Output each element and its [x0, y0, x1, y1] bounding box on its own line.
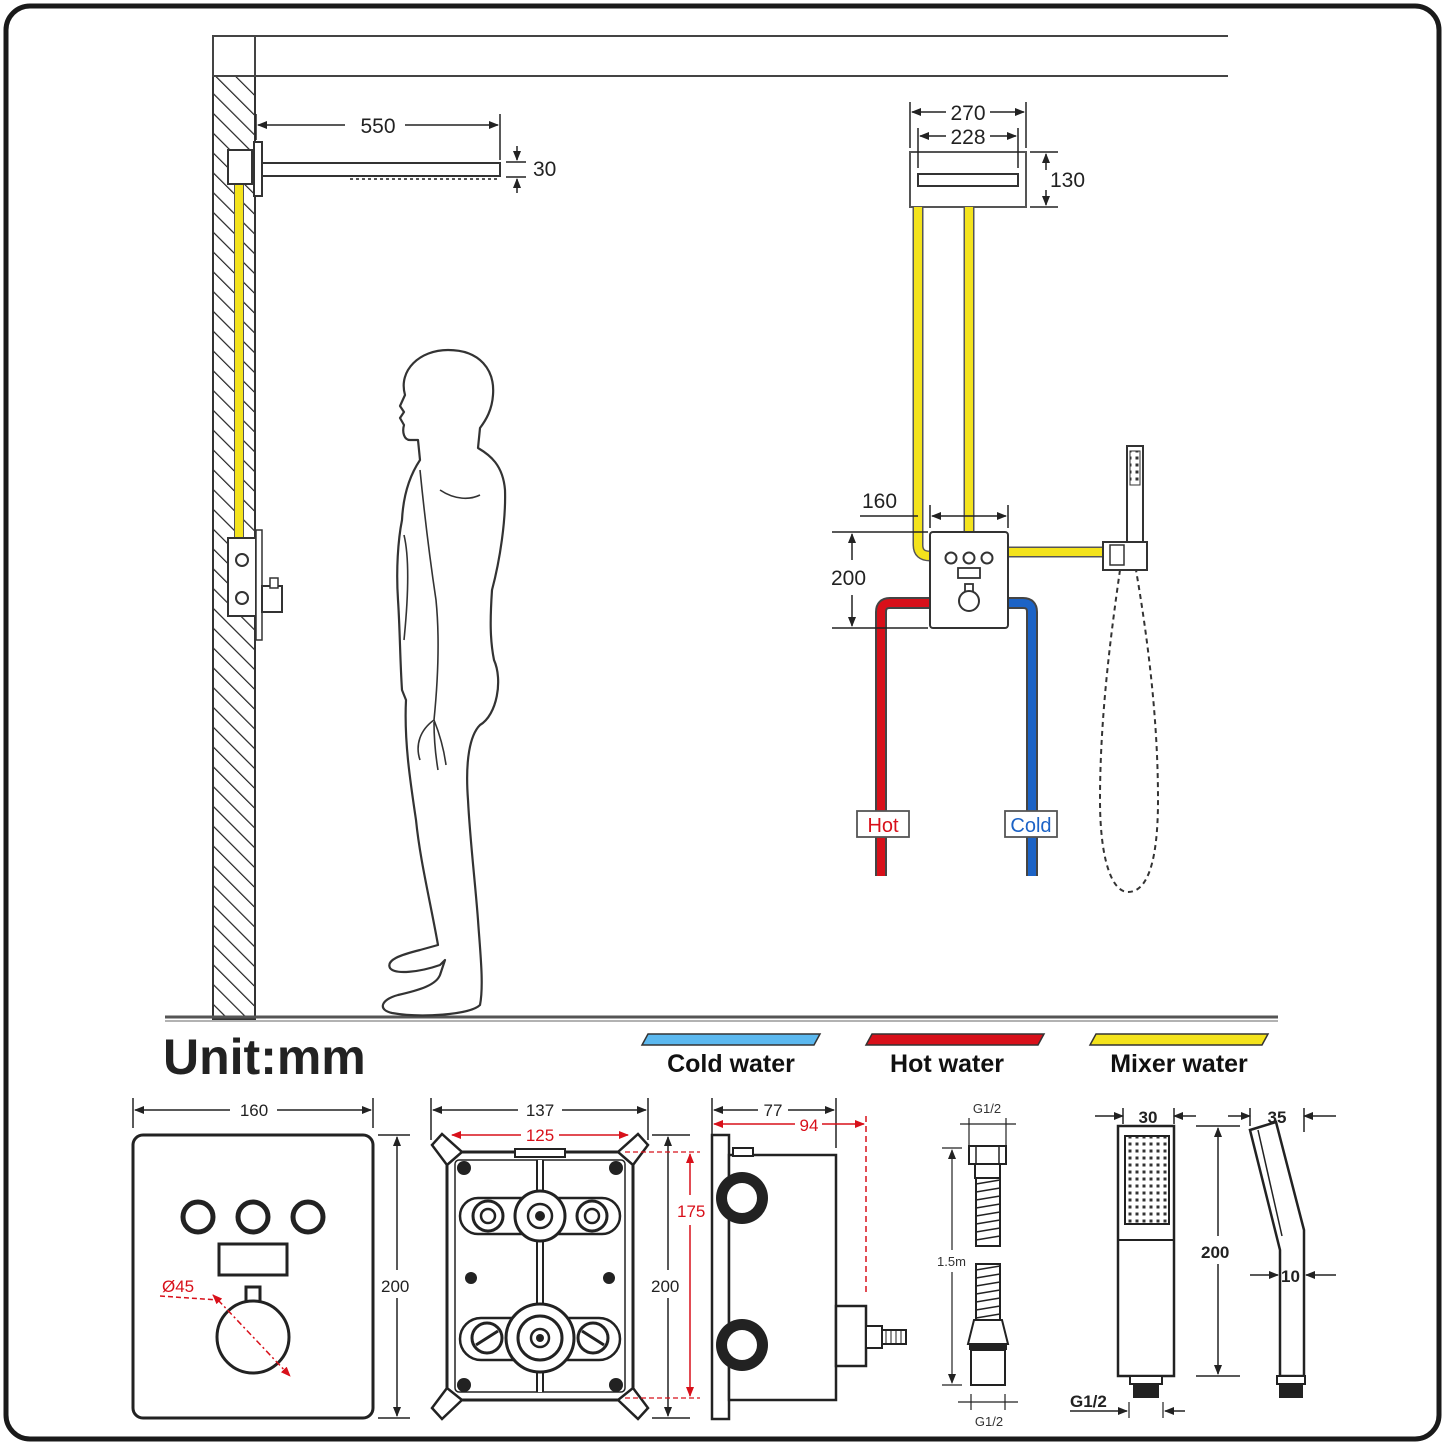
label-panel-width: 160 — [240, 1101, 268, 1120]
mounting-box-side: 77 94 — [710, 1098, 907, 1421]
rain-shower-head-side — [227, 141, 501, 197]
dim-head-widths: 270 228 — [909, 102, 1027, 168]
label-hose-length: 1.5m — [937, 1254, 966, 1269]
mounting-box-front: 137 125 — [430, 1098, 705, 1421]
legend-cold-swatch — [640, 1033, 822, 1046]
label-hand-height: 200 — [1201, 1243, 1229, 1262]
label-hand-neck: 10 — [1281, 1267, 1300, 1286]
label-30: 30 — [533, 158, 556, 181]
label-hand-thread: G1/2 — [1070, 1392, 1107, 1411]
label-side-depth-max: 94 — [800, 1116, 819, 1135]
label-270: 270 — [950, 102, 985, 125]
legend-cold: Cold water — [640, 1033, 822, 1078]
cold-tag-label: Cold — [1010, 815, 1051, 837]
legend-mixer-label: Mixer water — [1110, 1050, 1248, 1078]
valve-front-view — [929, 531, 1009, 629]
dim-head-thickness: 30 — [506, 146, 556, 193]
legend-hot: Hot water — [864, 1033, 1046, 1078]
dim-valve-height: 200 — [831, 531, 928, 629]
mixer-pipes — [912, 207, 1104, 562]
label-panel-height: 200 — [381, 1277, 409, 1296]
label-200-valve: 200 — [831, 567, 866, 590]
label-hose-bottom-thread: G1/2 — [975, 1414, 1003, 1429]
shower-hose-detail: G1/2 G1/2 1.5m — [937, 1101, 1018, 1429]
label-box-inner-height: 175 — [677, 1202, 705, 1221]
valve-side-view — [227, 529, 283, 641]
unit-label: Unit:mm — [163, 1029, 366, 1085]
hand-shower-install — [1098, 445, 1160, 894]
label-box-inner-width: 125 — [526, 1126, 554, 1145]
outer-frame — [3, 3, 1442, 1442]
panel-front-detail: 160 Ø45 200 — [131, 1098, 410, 1420]
hot-tag: Hot — [856, 810, 910, 838]
dim-arm-length: 550 — [255, 114, 501, 160]
dim-head-depth: 130 — [1030, 151, 1085, 208]
rain-shower-head-front — [909, 151, 1027, 208]
legend-mixer-swatch — [1088, 1033, 1270, 1046]
label-side-depth: 77 — [764, 1101, 783, 1120]
legend-hot-label: Hot water — [890, 1050, 1004, 1078]
hot-tag-label: Hot — [867, 815, 899, 837]
label-hand-width: 30 — [1139, 1108, 1158, 1127]
label-228: 228 — [950, 126, 985, 149]
cold-tag: Cold — [1004, 810, 1058, 838]
installation-view: 550 30 — [165, 35, 1278, 1022]
dim-valve-offset: 160 — [860, 490, 1009, 528]
label-box-height: 200 — [651, 1277, 679, 1296]
legend-cold-label: Cold water — [667, 1050, 795, 1078]
label-box-width: 137 — [526, 1101, 554, 1120]
label-130: 130 — [1050, 169, 1085, 192]
label-550: 550 — [360, 115, 395, 138]
legend-mixer: Mixer water — [1088, 1033, 1270, 1078]
legend-hot-swatch — [864, 1033, 1046, 1046]
label-160-top: 160 — [862, 490, 897, 513]
label-hose-top-thread: G1/2 — [973, 1101, 1001, 1116]
hand-shower-detail: 30 G1/2 200 35 10 — [1070, 1108, 1336, 1418]
label-knob-diameter: Ø45 — [162, 1277, 194, 1296]
person-silhouette — [381, 348, 507, 1017]
